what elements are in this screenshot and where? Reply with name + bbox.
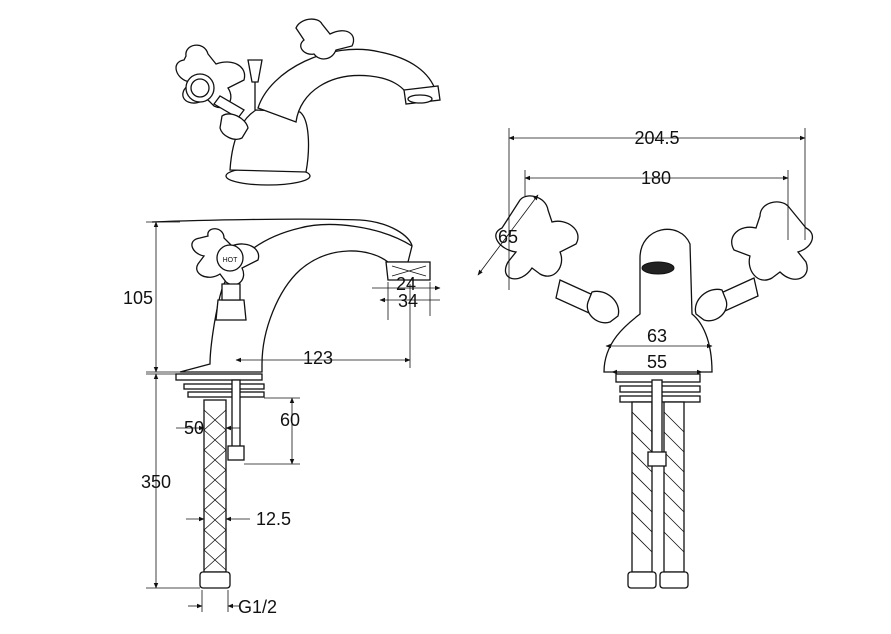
dim-base-outer: 63 xyxy=(647,326,667,346)
dim-spout-reach: 123 xyxy=(303,348,333,368)
hot-badge: HOT xyxy=(223,257,239,264)
dim-connector-thread: G1/2 xyxy=(238,597,277,617)
front-view xyxy=(495,195,814,589)
perspective-view xyxy=(175,18,441,186)
dim-base-inner: 55 xyxy=(647,352,667,372)
rear-handle xyxy=(295,18,355,60)
pop-up-knob xyxy=(247,59,263,83)
side-view: HOT xyxy=(151,218,431,589)
spout xyxy=(257,48,437,123)
side-body xyxy=(179,223,413,373)
dim-overall-width: 204.5 xyxy=(634,128,679,148)
dim-aerator-outer: 34 xyxy=(398,291,418,311)
dim-overall-height: 105 xyxy=(123,288,153,308)
dim-thread-length: 60 xyxy=(280,410,300,430)
front-hose-right xyxy=(663,401,685,573)
threaded-rod xyxy=(231,379,241,451)
side-hose xyxy=(203,399,227,573)
tap-body xyxy=(229,109,310,173)
dim-handle-centres: 180 xyxy=(641,168,671,188)
front-body xyxy=(603,228,713,373)
front-right-handle xyxy=(731,201,814,281)
dim-tail-width: 50 xyxy=(184,418,204,438)
side-connector xyxy=(199,571,231,589)
dim-handle-angle: 65 xyxy=(498,227,518,247)
dim-hose-diameter: 12.5 xyxy=(256,509,291,529)
side-mount-plate xyxy=(175,373,263,381)
dim-aerator-inner: 24 xyxy=(396,274,416,294)
dim-hose-length: 350 xyxy=(141,472,171,492)
front-hose-left xyxy=(631,401,653,573)
